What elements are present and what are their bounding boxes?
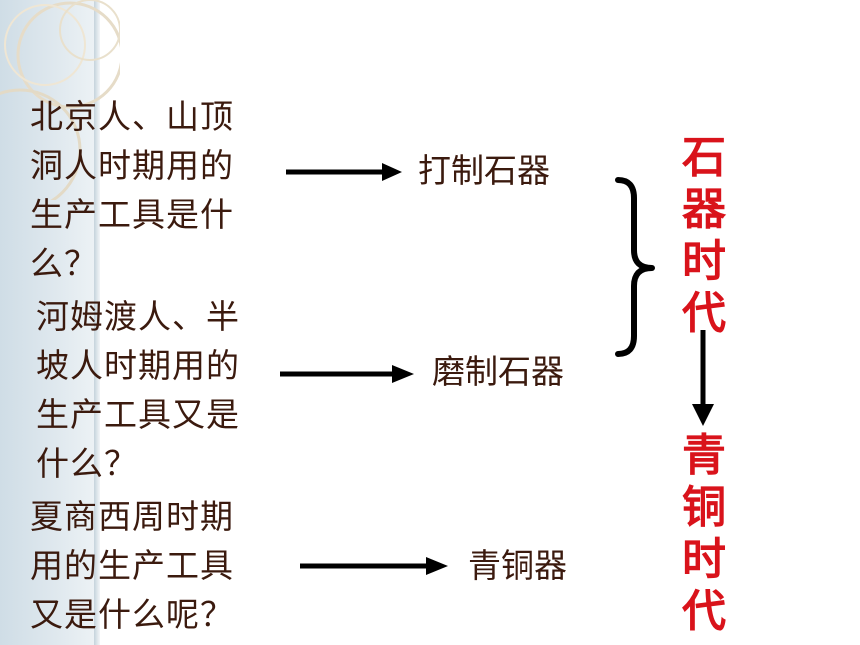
answer-chipped-stone-tools: 打制石器 bbox=[418, 151, 550, 190]
arrow-1 bbox=[286, 163, 402, 181]
era-bronze-age: 青铜时代 bbox=[682, 430, 726, 637]
down-arrow bbox=[692, 330, 714, 426]
answer-polished-stone-tools: 磨制石器 bbox=[432, 352, 564, 391]
question-xia-shang-zhou: 夏商西周时期 用的生产工具 又是什么呢？ bbox=[30, 497, 234, 634]
strip-edge bbox=[94, 0, 100, 645]
decorative-circles bbox=[0, 0, 120, 200]
answer-bronze-ware: 青铜器 bbox=[468, 546, 567, 585]
curly-brace bbox=[615, 177, 655, 357]
left-decorative-strip bbox=[0, 0, 100, 645]
question-neolithic: 河姆渡人、半 坡人时期用的 生产工具又是 什么？ bbox=[36, 297, 240, 483]
era-stone-age: 石器时代 bbox=[682, 132, 726, 339]
arrow-3 bbox=[300, 557, 448, 575]
question-paleolithic: 北京人、山顶 洞人时期用的 生产工具是什 么？ bbox=[30, 97, 234, 283]
arrow-2 bbox=[280, 365, 414, 383]
